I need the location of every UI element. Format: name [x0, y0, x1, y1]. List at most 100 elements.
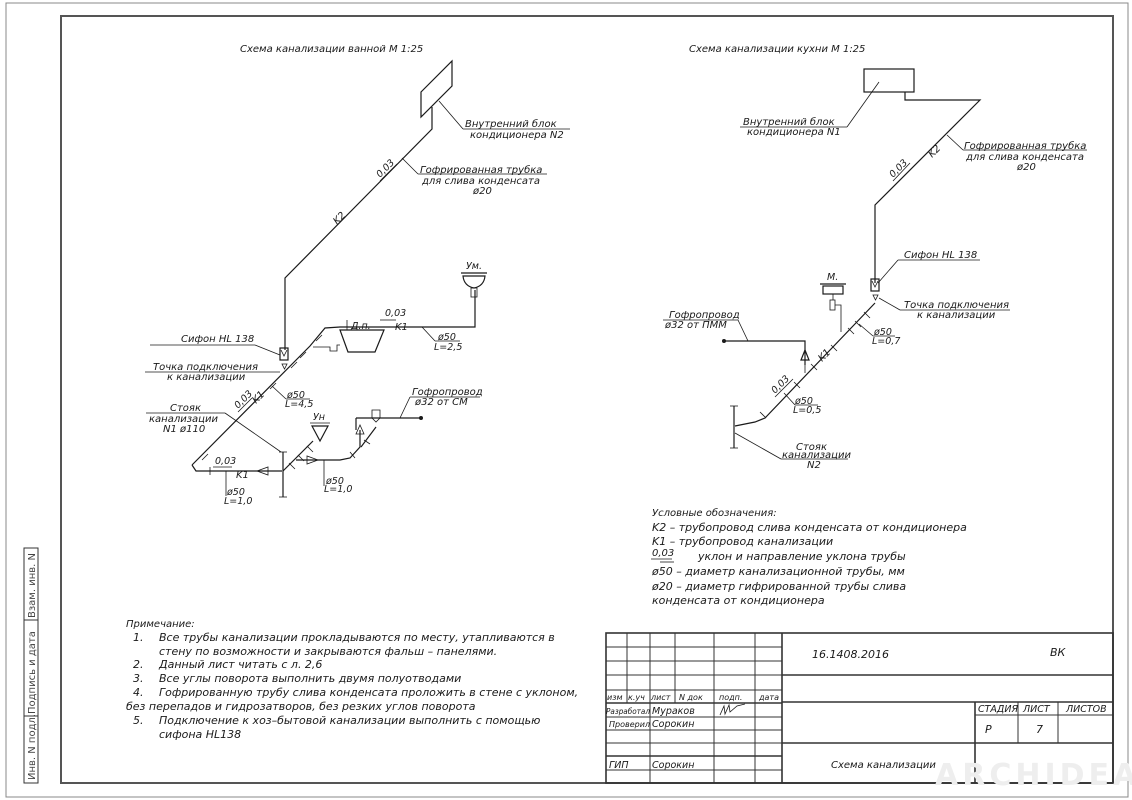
tb-header-qty: к.уч: [628, 693, 645, 702]
note-3-text: Все углы поворота выполнить двумя полуот…: [159, 672, 461, 685]
kitchen-connection-2: к канализации: [917, 310, 996, 321]
legend: Условные обозначения: K2 – трубопровод с…: [651, 507, 967, 607]
kitchen-k2-pipe: [874, 92, 982, 283]
kitchen-sink-label: М.: [827, 272, 838, 283]
note-1-cont: стену по возможности и закрываются фальш…: [159, 645, 497, 658]
bathroom-corrugated-3: ø20: [472, 186, 492, 197]
bathroom-riser-2: канализации: [149, 414, 218, 425]
note-5-cont: сифона HL138: [159, 728, 241, 741]
tb-role-checker: Проверил: [609, 720, 650, 729]
kitchen-riser-1: Стояк: [796, 442, 827, 453]
bathroom-connection-1: Точка подключения: [153, 362, 258, 373]
tb-name-developer: Мураков: [652, 706, 695, 717]
bathroom-k1-main: [191, 464, 282, 472]
kitchen-corrugated-3: ø20: [1016, 162, 1036, 173]
bathroom-k1-right-len: L=1,0: [324, 484, 352, 495]
outer-border: [5, 2, 1129, 798]
tb-header-change: изм: [607, 693, 623, 702]
bathroom-corrugated-2: для слива конденсата: [421, 176, 540, 187]
bathroom-washbasin-label: Ум.: [466, 261, 482, 272]
bathroom-k1-lower-dia: ø50: [226, 487, 245, 498]
kitchen-k2-code: K2: [926, 143, 943, 160]
legend-item-k2: K2 – трубопровод слива конденсата от кон…: [652, 521, 967, 534]
note-1-text: Все трубы канализации прокладываются по …: [159, 631, 555, 644]
tb-header-sheet: лист: [650, 693, 671, 702]
side-stamp-signature-date: Подпись и дата: [27, 631, 38, 714]
kitchen-check-valve: [800, 348, 810, 361]
tb-section: ВК: [1050, 646, 1067, 659]
kitchen-title: Схема канализации кухни М 1:25: [689, 44, 865, 55]
bathroom-toilet: [311, 425, 329, 443]
legend-title: Условные обозначения:: [652, 507, 777, 519]
ac-unit-n2: [420, 59, 453, 119]
tb-header-doc-no: N док: [679, 693, 703, 702]
bathroom-corr-pipe-1: Гофропровод: [412, 387, 483, 398]
tb-header-signature: подп.: [719, 693, 742, 702]
title-block: изм к.уч лист N док подп. дата Разработа…: [605, 632, 1114, 784]
kitchen-siphon-label: Сифон HL 138: [904, 250, 977, 261]
note-4-num: 4.: [133, 686, 144, 699]
watermark: ARCHIDEA: [935, 758, 1132, 793]
note-2-num: 2.: [133, 658, 144, 671]
note-2-text: Данный лист читать с л. 2,6: [158, 658, 322, 671]
bathroom-k1-lower-code: K1: [236, 470, 249, 481]
side-stamp: Инв. N подл. Подпись и дата Взам. инв. N: [23, 547, 39, 784]
bathroom-washbasin: [461, 272, 487, 298]
kitchen-ac-label-2: кондиционера N1: [747, 127, 841, 138]
bathroom-riser-1: Стояк: [170, 403, 201, 414]
bathroom-k2-pipe: [284, 107, 433, 350]
bathroom-k1-right-dia: ø50: [325, 476, 344, 487]
bathroom-shower-tray: [339, 329, 385, 353]
bathroom-shower-tray-label: Д.п.: [350, 321, 371, 332]
kitchen-k1-upper-dia: ø50: [873, 327, 892, 338]
bathroom-ac-label-1: Внутренний блок: [465, 118, 557, 130]
kitchen-k1-upper-len: L=0,7: [872, 336, 900, 347]
kitchen-corr-pipe-2: ø32 от ПММ: [664, 320, 727, 331]
legend-item-k1: K1 – трубопровод канализации: [652, 535, 833, 548]
legend-item-d20-cont: конденсата от кондиционера: [652, 594, 825, 607]
legend-item-slope: уклон и направление уклона трубы: [697, 550, 906, 563]
note-4-text: Гофрированную трубу слива конденсата про…: [159, 686, 578, 699]
side-stamp-inv-original: Инв. N подл.: [27, 714, 38, 780]
bathroom-toilet-label: Ун: [313, 412, 325, 423]
kitchen-connection-1: Точка подключения: [904, 300, 1009, 311]
bathroom-title: Схема канализации ванной М 1:25: [240, 44, 423, 55]
kitchen-corrugated-2: для слива конденсата: [965, 152, 1084, 163]
bathroom-connection-2: к канализации: [167, 372, 246, 383]
bathroom-scheme: Схема канализации ванной М 1:25 Внутренн…: [145, 44, 570, 507]
bathroom-corr-pipe-2: ø32 от СМ: [414, 397, 468, 408]
bathroom-k1-main-dia: ø50: [286, 390, 305, 401]
tb-project-code: 16.1408.2016: [812, 648, 889, 661]
bathroom-siphon: [279, 347, 289, 361]
bathroom-k1-upper-code: K1: [395, 322, 408, 333]
tb-role-developer: Разработал: [606, 707, 650, 716]
bathroom-k1-lower-len: L=1,0: [224, 496, 252, 507]
side-stamp-replaced-inv: Взам. инв. N: [27, 553, 38, 618]
tb-role-chief: ГИП: [609, 760, 629, 771]
bathroom-siphon-label: Сифон HL 138: [181, 334, 254, 345]
legend-slope-sample: 0,03: [652, 548, 674, 559]
tb-sheets-label: ЛИСТОВ: [1065, 704, 1107, 715]
kitchen-siphon: [870, 278, 880, 292]
inner-frame: [60, 15, 1114, 784]
bathroom-corr-pipe-end: [419, 416, 423, 420]
note-1-num: 1.: [133, 631, 144, 644]
note-5-text: Подключение к хоз–бытовой канализации вы…: [159, 714, 540, 727]
tb-sheet-value: 7: [1036, 723, 1043, 736]
kitchen-k1-pipe: [734, 302, 876, 427]
kitchen-corrugated-1: Гофрированная трубка: [964, 140, 1086, 152]
tb-stage-label: СТАДИЯ: [978, 704, 1018, 715]
bathroom-connection-point: [281, 363, 288, 370]
bathroom-corrugated-1: Гофрированная трубка: [420, 164, 542, 176]
tb-stage-value: Р: [985, 723, 992, 736]
bathroom-k1-main-len: L=4,5: [285, 399, 313, 410]
bathroom-ac-label-2: кондиционера N2: [470, 130, 564, 141]
bathroom-k1-lower-slope: 0,03: [215, 456, 236, 467]
bathroom-k2-code: K2: [331, 210, 348, 227]
kitchen-ac-label-1: Внутренний блок: [743, 116, 835, 128]
note-5-num: 5.: [133, 714, 144, 727]
kitchen-k2-slope: 0,03: [887, 157, 910, 180]
tb-name-chief: Сорокин: [652, 760, 694, 771]
kitchen-riser-2: канализации: [782, 450, 851, 461]
